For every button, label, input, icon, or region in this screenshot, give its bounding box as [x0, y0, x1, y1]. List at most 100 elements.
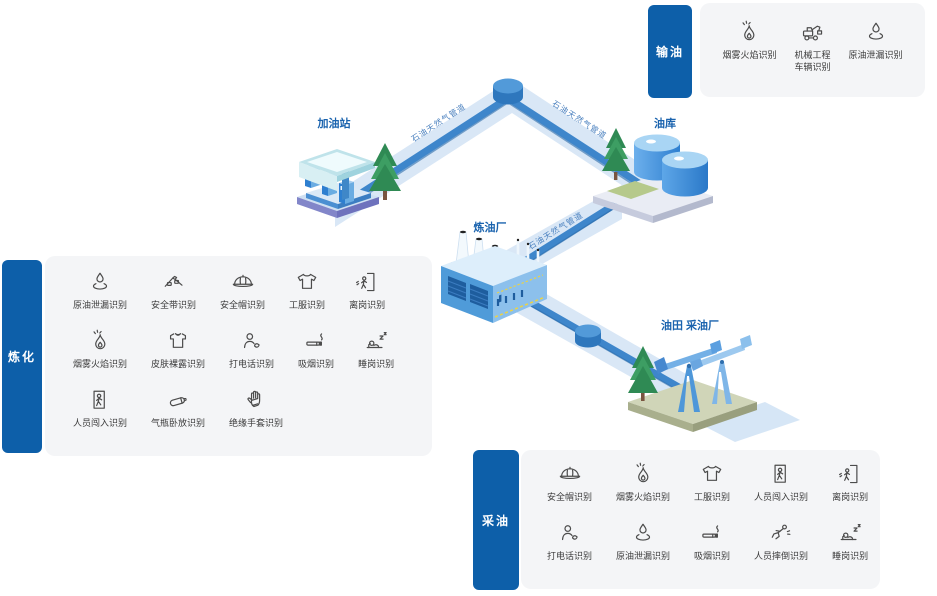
oil-field-illustration: [628, 335, 800, 442]
intrusion-icon: [87, 387, 113, 413]
recognition-item-label: 安全帽识别: [547, 492, 593, 502]
recognition-row: 烟雾火焰识别 皮肤裸露识别 打电话识别 吸烟识别 睡岗识别: [73, 328, 432, 387]
uniform-icon: [294, 269, 320, 295]
tree: [369, 143, 401, 200]
recognition-item: 工服识别: [289, 269, 325, 312]
recognition-item-label: 绝缘手套识别: [229, 418, 284, 428]
cylinder-lying-icon: [165, 387, 191, 413]
insulating-glove-icon: [243, 387, 269, 413]
recognition-row: 安全帽识别 烟雾火焰识别 工服识别 人员闯入识别 离岗识别: [547, 461, 880, 520]
intrusion-icon: [768, 461, 794, 487]
recognition-item: 人员闯入识别: [73, 387, 127, 430]
recognition-item: 原油泄漏识别: [616, 520, 670, 563]
recognition-item: 绝缘手套识别: [229, 387, 283, 430]
gas-station-illustration: [297, 143, 401, 218]
recognition-item-label: 打电话识别: [547, 551, 593, 561]
recognition-item-label: 原油泄漏识别: [73, 300, 128, 310]
recognition-item-label: 吸烟识别: [694, 551, 731, 561]
tab-oil-transport: 输油: [648, 5, 692, 98]
safety-harness-icon: [161, 269, 187, 295]
recognition-item-label: 烟雾火焰识别: [722, 50, 777, 60]
recognition-item-label: 工服识别: [694, 492, 731, 502]
recognition-item: 原油泄漏识别: [849, 19, 903, 62]
flame-icon: [630, 461, 656, 487]
recognition-item-label: 安全帽识别: [220, 300, 266, 310]
recognition-item: 原油泄漏识别: [73, 269, 127, 312]
recognition-item-label: 睡岗识别: [832, 551, 869, 561]
recognition-item: 吸烟识别: [694, 520, 730, 563]
recognition-item: 气瓶卧放识别: [151, 387, 205, 430]
site-label-oil-depot: 油库: [654, 116, 676, 130]
recognition-row: 打电话识别 原油泄漏识别 吸烟识别 人员摔倒识别 睡岗识别: [547, 520, 880, 579]
recognition-item: 离岗识别: [832, 461, 868, 504]
leave-post-icon: [837, 461, 863, 487]
pipeline-node: [575, 324, 601, 348]
recognition-item-label: 人员摔倒识别: [754, 551, 809, 561]
sleep-post-icon: [363, 328, 389, 354]
recognition-item: 睡岗识别: [358, 328, 394, 371]
recognition-item-label: 原油泄漏识别: [848, 50, 903, 60]
site-label-refinery: 炼油厂: [474, 220, 507, 234]
recognition-item: 安全帽识别: [220, 269, 265, 312]
recognition-item-label: 吸烟识别: [298, 359, 335, 369]
helmet-icon: [230, 269, 256, 295]
person-fall-icon: [768, 520, 794, 546]
smoking-icon: [303, 328, 329, 354]
recognition-item-label: 机械工程车辆识别: [794, 50, 831, 72]
smoking-icon: [699, 520, 725, 546]
recognition-item-label: 离岗识别: [832, 492, 869, 502]
tree: [628, 346, 658, 401]
pipeline-node: [493, 78, 523, 105]
oil-leak-icon: [630, 520, 656, 546]
recognition-item: 睡岗识别: [832, 520, 868, 563]
engineering-vehicle-icon: [800, 19, 826, 45]
recognition-item: 机械工程车辆识别: [793, 19, 833, 73]
refinery-illustration: [441, 230, 547, 323]
recognition-item: 打电话识别: [229, 328, 274, 371]
recognition-item-label: 烟雾火焰识别: [616, 492, 671, 502]
recognition-row: 烟雾火焰识别 机械工程车辆识别 原油泄漏识别: [700, 19, 925, 78]
recognition-item: 打电话识别: [547, 520, 592, 563]
sleep-post-icon: [837, 520, 863, 546]
recognition-item-label: 工服识别: [289, 300, 326, 310]
recognition-item-label: 安全带识别: [151, 300, 197, 310]
tab-refining: 炼化: [2, 260, 42, 453]
pump-jack: [654, 340, 722, 412]
tab-oil-extraction: 采油: [473, 450, 519, 590]
panel-oil-extraction: 安全帽识别 烟雾火焰识别 工服识别 人员闯入识别 离岗识别 打电话识别 原油泄漏识…: [521, 450, 880, 589]
recognition-row: 原油泄漏识别 安全带识别 安全帽识别 工服识别 离岗识别: [73, 269, 432, 328]
recognition-item: 工服识别: [694, 461, 730, 504]
recognition-item-label: 人员闯入识别: [754, 492, 809, 502]
recognition-item: 烟雾火焰识别: [73, 328, 127, 371]
recognition-item-label: 离岗识别: [349, 300, 386, 310]
panel-refining: 原油泄漏识别 安全带识别 安全帽识别 工服识别 离岗识别 烟雾火焰识别 皮肤裸露识…: [45, 256, 432, 456]
phone-call-icon: [557, 520, 583, 546]
recognition-item-label: 原油泄漏识别: [616, 551, 671, 561]
recognition-row: 人员闯入识别 气瓶卧放识别 绝缘手套识别: [73, 387, 432, 446]
recognition-item: 吸烟识别: [298, 328, 334, 371]
recognition-item: 安全帽识别: [547, 461, 592, 504]
site-label-oil-field: 油田 采油厂: [661, 318, 719, 332]
recognition-item-label: 人员闯入识别: [73, 418, 128, 428]
oil-leak-icon: [87, 269, 113, 295]
tree: [602, 128, 630, 180]
helmet-icon: [557, 461, 583, 487]
recognition-item: 烟雾火焰识别: [722, 19, 777, 62]
recognition-item-label: 气瓶卧放识别: [151, 418, 206, 428]
leave-post-icon: [354, 269, 380, 295]
pipeline-pipe-shadows: [353, 103, 683, 394]
panel-oil-transport: 烟雾火焰识别 机械工程车辆识别 原油泄漏识别: [700, 3, 925, 97]
recognition-item-label: 睡岗识别: [358, 359, 395, 369]
flame-icon: [87, 328, 113, 354]
recognition-item-label: 打电话识别: [229, 359, 275, 369]
recognition-item: 皮肤裸露识别: [151, 328, 205, 371]
recognition-item: 烟雾火焰识别: [616, 461, 670, 504]
recognition-item: 离岗识别: [349, 269, 385, 312]
oil-leak-icon: [863, 19, 889, 45]
recognition-item: 人员闯入识别: [754, 461, 808, 504]
recognition-item-label: 皮肤裸露识别: [151, 359, 206, 369]
recognition-item: 安全带识别: [151, 269, 196, 312]
flame-icon: [736, 19, 762, 45]
